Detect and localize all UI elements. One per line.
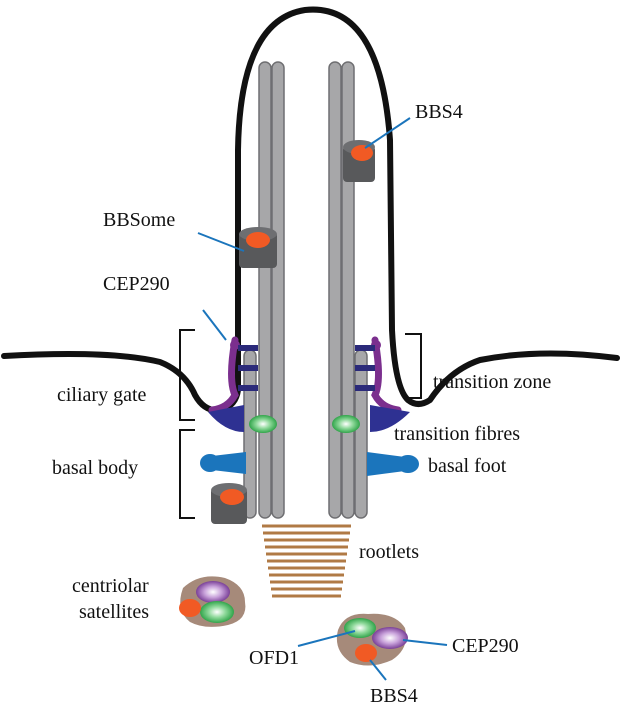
label-ofd1: OFD1 bbox=[249, 647, 299, 669]
leader-cep290-top bbox=[202, 309, 227, 341]
axoneme-right bbox=[328, 61, 368, 519]
label-cep290-top: CEP290 bbox=[103, 273, 170, 295]
leader-bbs4-bottom bbox=[369, 659, 387, 681]
ciliary-gate-bracket bbox=[179, 329, 195, 421]
plasma-membrane-left bbox=[1, 6, 620, 414]
label-basal-body: basal body bbox=[52, 457, 138, 479]
label-bbs4-bottom: BBS4 bbox=[370, 685, 418, 707]
transition-fibres bbox=[208, 405, 410, 432]
basal-body-bracket bbox=[179, 429, 195, 519]
axoneme-left bbox=[243, 61, 285, 519]
label-rootlets: rootlets bbox=[359, 541, 419, 563]
bbsome-complex-basal bbox=[211, 483, 247, 524]
label-satellites: satellites bbox=[79, 601, 149, 623]
leader-bbsome bbox=[197, 232, 245, 252]
label-transition-zone: transition zone bbox=[433, 371, 551, 393]
label-bbs4-top: BBS4 bbox=[415, 101, 463, 123]
transition-zone-links bbox=[238, 345, 375, 391]
bbsome-complex-middle bbox=[239, 227, 277, 268]
leader-lines bbox=[197, 117, 448, 681]
label-transition-fibres: transition fibres bbox=[394, 423, 520, 445]
transition-zone-bracket bbox=[405, 333, 422, 399]
leader-cep290-bottom bbox=[402, 639, 448, 646]
label-centriolar: centriolar bbox=[72, 575, 149, 597]
label-cep290-bottom: CEP290 bbox=[452, 635, 519, 657]
bbsome-complex-top bbox=[343, 140, 375, 182]
ciliary-gate bbox=[208, 336, 402, 414]
basal-foot-left bbox=[200, 452, 246, 474]
rootlets bbox=[262, 524, 351, 598]
satellite-cluster-bottom bbox=[336, 613, 408, 666]
centriolar-satellites-cluster bbox=[179, 576, 246, 627]
label-bbsome: BBSome bbox=[103, 209, 175, 231]
label-ciliary-gate: ciliary gate bbox=[57, 384, 147, 406]
ciliary-membrane bbox=[1, 6, 620, 414]
leader-bbs4-top bbox=[364, 117, 411, 149]
transition-fibre-green-markers bbox=[249, 415, 360, 433]
basal-foot-right bbox=[367, 452, 419, 476]
leader-ofd1 bbox=[297, 630, 356, 647]
label-basal-foot: basal foot bbox=[428, 455, 507, 477]
brackets bbox=[179, 329, 422, 519]
